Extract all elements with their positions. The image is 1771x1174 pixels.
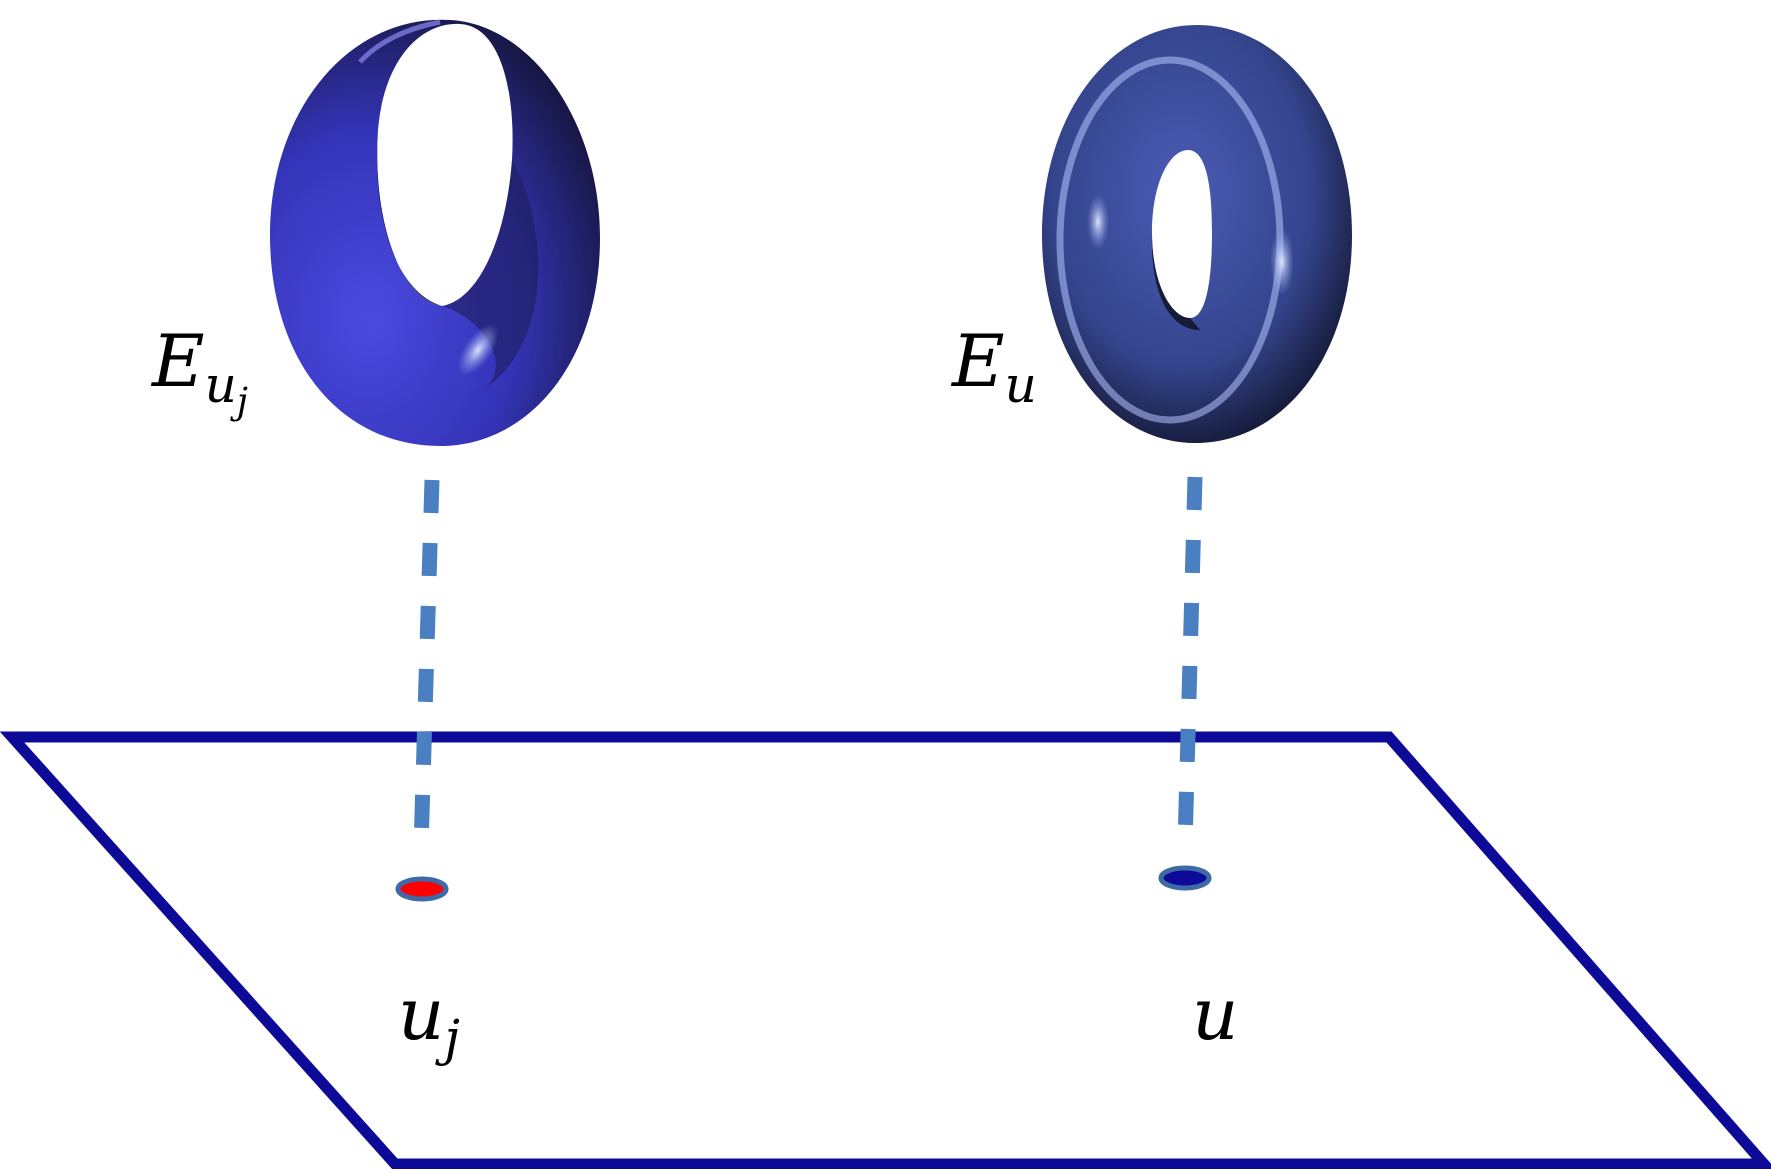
pinched-torus-surface-icon <box>270 19 600 447</box>
fiber-right-label: Eu <box>952 319 1037 414</box>
torus-surface-icon <box>1042 25 1352 443</box>
projection-line-right <box>1177 476 1203 846</box>
base-point-icon <box>1158 865 1212 891</box>
fiber-left-label: Euj <box>152 319 248 423</box>
point-left-label: uj <box>398 972 460 1067</box>
projection-line-left <box>413 479 440 849</box>
base-plane <box>0 731 1771 1170</box>
point-right-label: u <box>1192 972 1239 1056</box>
marked-point-icon <box>395 876 449 902</box>
